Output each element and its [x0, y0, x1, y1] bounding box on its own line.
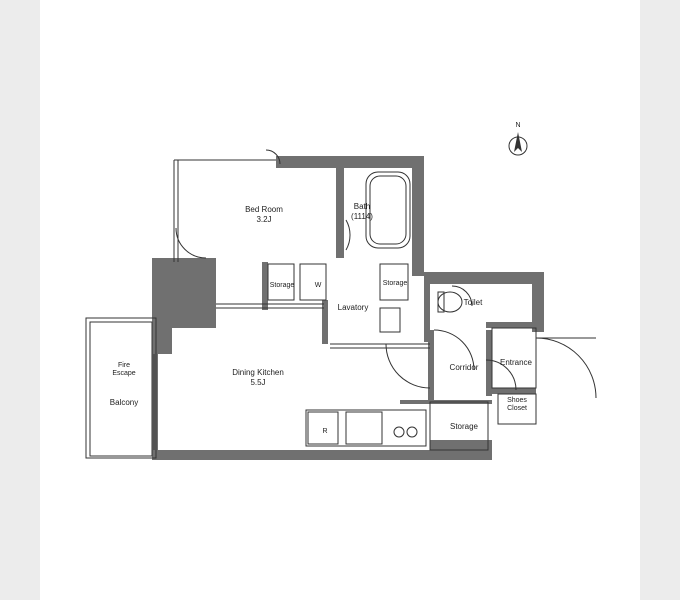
floor-plan-sheet: Bed Room 3.2J Bath (1114) Storage W Stor…: [40, 0, 640, 600]
storage-lavatory-label: Storage: [382, 280, 408, 287]
refrigerator-label: R: [322, 428, 328, 435]
floor-plan-drawing: [85, 132, 597, 460]
storage-bed-label: Storage: [269, 282, 295, 289]
storage-corridor-label: Storage: [449, 422, 479, 431]
bath-name: Bath: [353, 202, 371, 211]
corridor-label: Corridor: [449, 363, 479, 372]
bath-label: Bath (1114): [344, 202, 380, 222]
balcony-label: Balcony: [109, 398, 139, 407]
dining-kitchen-size: 5.5J: [250, 378, 266, 387]
dining-kitchen-label: Dining Kitchen 5.5J: [218, 368, 298, 388]
compass-rose: [508, 132, 528, 156]
thin-lines: [85, 149, 597, 459]
bed-room-label: Bed Room 3.2J: [236, 205, 292, 225]
compass-north-label: N: [515, 122, 521, 129]
shoes-closet-line1: Shoes: [507, 397, 527, 404]
fire-escape-line1: Fire: [117, 362, 131, 369]
entrance-label: Entrance: [499, 358, 533, 367]
washer-label: W: [314, 282, 322, 289]
bed-room-name: Bed Room: [245, 205, 283, 214]
fire-escape-label: Fire Escape: [110, 362, 138, 378]
shoes-closet-label: Shoes Closet: [498, 397, 536, 413]
dining-kitchen-name: Dining Kitchen: [232, 368, 284, 377]
lavatory-label: Lavatory: [337, 303, 369, 312]
toilet-label: Toilet: [463, 298, 483, 307]
shoes-closet-line2: Closet: [507, 405, 527, 412]
bed-room-size: 3.2J: [256, 215, 272, 224]
bath-size: (1114): [351, 212, 373, 221]
fire-escape-line2: Escape: [112, 370, 136, 377]
